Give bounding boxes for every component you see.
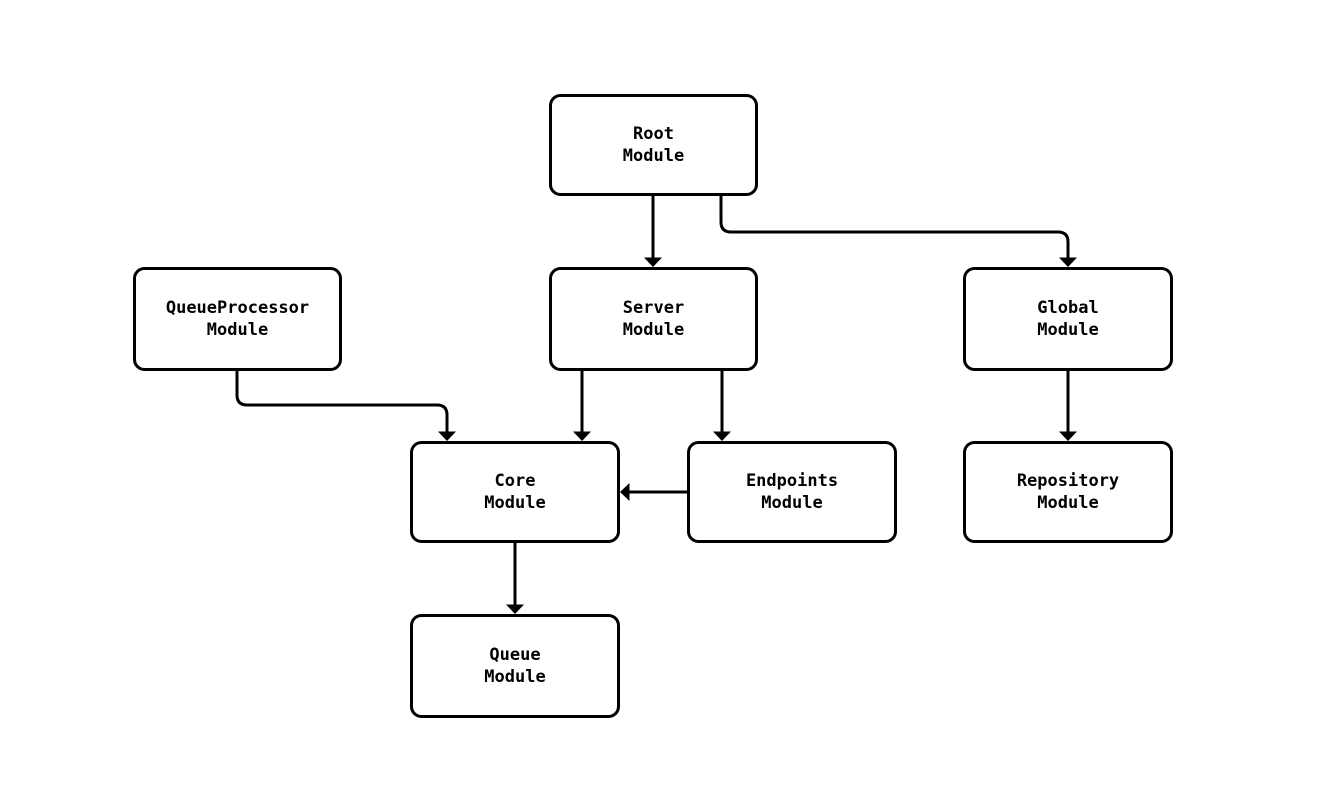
endpoints-module-node-label-line2: Module (761, 493, 822, 513)
edge-endpoints-to-core-arrowhead-icon (620, 483, 630, 501)
endpoints-module-node-box[interactable] (687, 441, 897, 543)
edge-queueprocessor-to-core (235, 371, 456, 441)
queue-module-node-label-line1: Queue (489, 645, 540, 665)
edge-root-to-server (644, 196, 662, 267)
core-module-node-box[interactable] (410, 441, 620, 543)
global-module-node-box[interactable] (963, 267, 1173, 371)
global-module-node-label-line1: Global (1037, 298, 1098, 318)
server-module-node-label-line2: Module (623, 320, 684, 340)
queueprocessor-module-node-label-line2: Module (207, 320, 268, 340)
edge-server-to-core-arrowhead-icon (573, 431, 591, 441)
edge-endpoints-to-core (620, 483, 687, 501)
root-module-node-label-line1: Root (633, 124, 674, 144)
endpoints-module-node-label-line1: Endpoints (746, 471, 838, 491)
nodes-layer: RootModuleQueueProcessorModuleServerModu… (133, 94, 1173, 718)
edge-queueprocessor-to-core-line (235, 371, 449, 432)
edge-core-to-queue (506, 543, 524, 614)
server-module-node-box[interactable] (549, 267, 758, 371)
queue-module-node-box[interactable] (410, 614, 620, 718)
edge-server-to-core (573, 371, 591, 441)
edge-root-to-server-arrowhead-icon (644, 257, 662, 267)
edge-root-to-global-arrowhead-icon (1059, 257, 1077, 267)
edge-root-to-global (719, 196, 1077, 267)
edge-core-to-queue-arrowhead-icon (506, 604, 524, 614)
queueprocessor-module-node-label-line1: QueueProcessor (166, 298, 309, 318)
edge-root-to-global-line (719, 196, 1070, 258)
repository-module-node-label-line1: Repository (1017, 471, 1119, 491)
root-module-node-box[interactable] (549, 94, 758, 196)
edge-queueprocessor-to-core-arrowhead-icon (438, 431, 456, 441)
repository-module-node-box[interactable] (963, 441, 1173, 543)
edge-server-to-endpoints-arrowhead-icon (713, 431, 731, 441)
queue-module-node-label-line2: Module (484, 667, 545, 687)
server-module-node-label-line1: Server (623, 298, 684, 318)
global-module-node-label-line2: Module (1037, 320, 1098, 340)
core-module-node-label-line2: Module (484, 493, 545, 513)
edge-global-to-repository (1059, 371, 1077, 441)
edges-layer (235, 196, 1077, 614)
root-module-node-label-line2: Module (623, 146, 684, 166)
repository-module-node-label-line2: Module (1037, 493, 1098, 513)
edge-server-to-endpoints (713, 371, 731, 441)
core-module-node-label-line1: Core (495, 471, 536, 491)
queueprocessor-module-node-box[interactable] (133, 267, 342, 371)
edge-global-to-repository-arrowhead-icon (1059, 431, 1077, 441)
